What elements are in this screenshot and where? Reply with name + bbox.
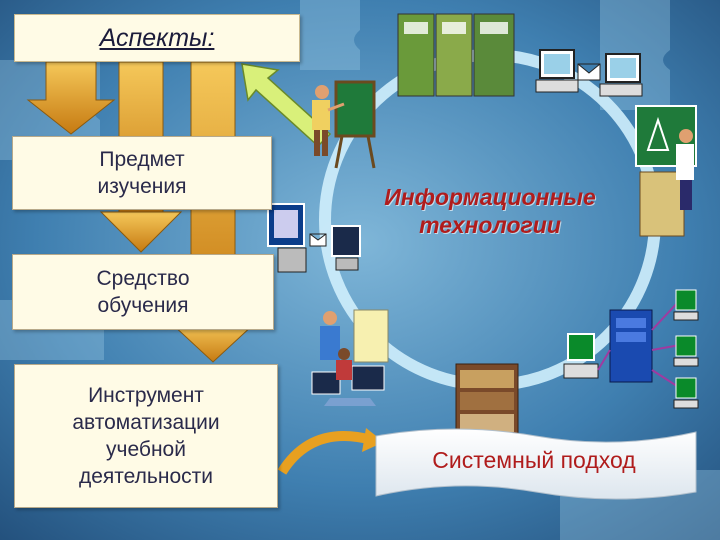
down-arrow [26,61,116,135]
aspect-subject-box: Предмет изучения [12,136,272,210]
aspects-title-box: Аспекты: [14,14,300,62]
network-server-icon [563,289,699,409]
teacher-desk-icon [635,105,697,237]
system-banner [375,428,697,500]
computer-monitors-icon [267,203,361,273]
curved-arrow [277,428,384,475]
aspect-automation-box: Инструмент автоматизации учебной деятель… [14,364,278,508]
aspect-tool-box: Средство обучения [12,254,274,330]
system-approach-label: Системный подход [432,447,636,473]
students-computer-icon [311,309,389,406]
posters-icon [397,13,515,97]
aspects-title: Аспекты: [99,23,215,52]
cycle-label: Информационные технологии [384,184,596,238]
computer-envelope-icon [535,49,643,97]
teacher-chalkboard-icon [312,80,376,169]
